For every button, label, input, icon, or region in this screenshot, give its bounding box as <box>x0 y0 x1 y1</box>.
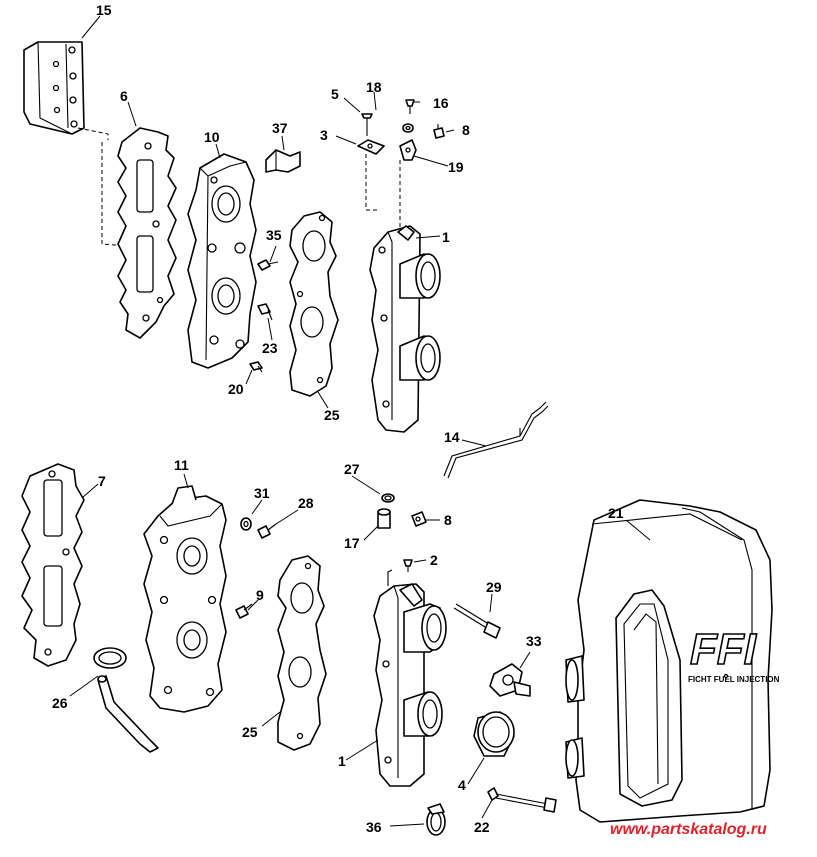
callout-27: 27 <box>344 461 360 477</box>
callout-6: 6 <box>120 88 128 104</box>
callout-9: 9 <box>256 587 264 603</box>
watermark-url[interactable]: www.partskatalog.ru <box>610 821 767 838</box>
part-4-sleeve <box>473 711 515 757</box>
callout-11: 11 <box>174 457 189 473</box>
callout-25-lower: 25 <box>242 724 258 740</box>
callout-14: 14 <box>444 429 460 445</box>
part-2-screw <box>403 559 413 572</box>
part-14-rod <box>443 401 549 479</box>
callout-1-lower: 1 <box>338 753 346 769</box>
part-20-screw <box>249 361 263 373</box>
callout-23: 23 <box>262 340 278 356</box>
part-37-clip <box>265 149 301 173</box>
callout-22: 22 <box>474 819 490 835</box>
part-16-screw <box>405 99 415 114</box>
callout-25: 25 <box>324 407 340 423</box>
callout-4: 4 <box>458 777 466 793</box>
alignment-line <box>77 127 109 140</box>
part-15-cover <box>23 41 85 135</box>
callout-29: 29 <box>486 579 502 595</box>
part-22-rod <box>487 787 557 813</box>
callout-31: 31 <box>254 485 270 501</box>
part-9-screw <box>235 603 253 619</box>
part-3-bracket <box>357 139 385 155</box>
part-25-gasket-upper <box>289 211 339 397</box>
part-28-screw <box>257 523 277 539</box>
callout-19: 19 <box>448 159 464 175</box>
callout-37: 37 <box>272 120 288 136</box>
part-31-washer <box>240 517 252 531</box>
callout-2: 2 <box>430 552 438 568</box>
callout-1: 1 <box>442 229 450 245</box>
callout-35: 35 <box>266 227 282 243</box>
part-19-bracket <box>399 139 417 161</box>
part-35-screw <box>257 259 279 271</box>
part-23-screw <box>257 303 273 321</box>
part-1-manifold-lower <box>373 569 447 787</box>
callout-16: 16 <box>433 95 449 111</box>
part-7-gasket <box>21 463 85 667</box>
leader-lines <box>69 15 651 827</box>
callout-labels: 15 6 10 37 5 18 16 3 8 19 1 35 23 20 25 … <box>52 2 624 835</box>
callout-8-lower: 8 <box>444 512 452 528</box>
callout-28: 28 <box>298 495 314 511</box>
part-18-washer <box>402 123 414 133</box>
part-26-hose <box>93 647 159 753</box>
part-21-cover: FFI FICHT FUEL INJECTION <box>565 499 780 823</box>
part-17-sleeve <box>377 508 391 529</box>
part-8-fitting-upper <box>433 124 445 139</box>
callout-20: 20 <box>228 381 244 397</box>
callout-26: 26 <box>52 695 68 711</box>
part-36-clamp <box>426 803 446 836</box>
part-8-fitting-lower <box>411 511 427 527</box>
part-11-head <box>143 485 227 713</box>
part-25-gasket-lower <box>277 555 327 751</box>
cover-logo-subtext: FICHT FUEL INJECTION <box>688 675 780 684</box>
callout-5: 5 <box>331 86 339 102</box>
callout-21: 21 <box>608 505 624 521</box>
part-33-fitting <box>489 663 531 697</box>
cover-logo: FFI <box>690 625 757 674</box>
callout-36: 36 <box>366 819 382 835</box>
part-29-bolt <box>453 603 501 639</box>
part-27-oring <box>381 493 395 503</box>
callout-18: 18 <box>366 79 382 95</box>
part-6-gasket <box>117 127 177 339</box>
part-5-screw <box>361 113 373 136</box>
part-10-head <box>187 153 257 369</box>
callout-8: 8 <box>462 122 470 138</box>
callout-7: 7 <box>98 473 106 489</box>
alignment-line <box>365 154 380 211</box>
callout-3: 3 <box>320 127 328 143</box>
callout-10: 10 <box>204 129 220 145</box>
callout-17: 17 <box>344 535 360 551</box>
part-1-manifold-upper <box>369 225 441 433</box>
callout-15: 15 <box>96 2 112 18</box>
callout-33: 33 <box>526 633 542 649</box>
